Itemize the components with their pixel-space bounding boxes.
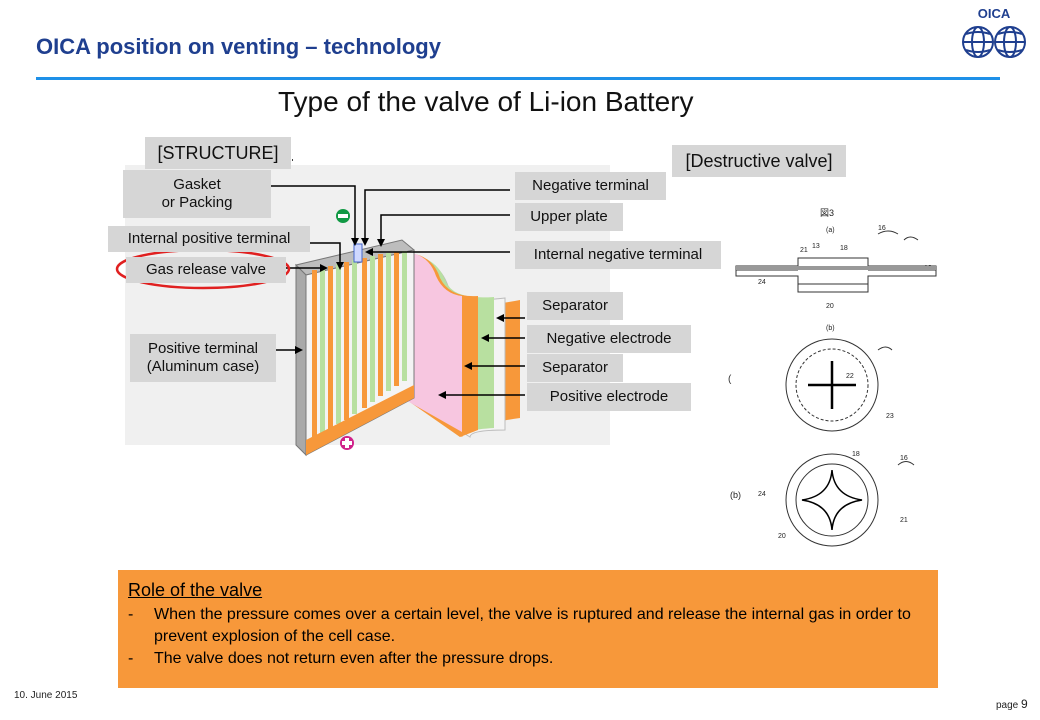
page-value: 9 bbox=[1021, 697, 1028, 711]
patent-num-16: 16 bbox=[878, 225, 886, 232]
patent-num-20b: 20 bbox=[778, 533, 786, 540]
patent-num-18: 18 bbox=[840, 245, 848, 252]
separator-label-1: Separator bbox=[527, 292, 623, 320]
internal-positive-terminal-label: Internal positive terminal bbox=[108, 226, 310, 252]
patent-num-16b: 16 bbox=[900, 455, 908, 462]
patent-num-23: 23 bbox=[886, 413, 894, 420]
title-rule bbox=[36, 77, 1000, 80]
patent-num-24b: 24 bbox=[758, 491, 766, 498]
patent-sub-b2: (b) bbox=[730, 490, 741, 500]
bullet-text: When the pressure comes over a certain l… bbox=[154, 606, 911, 645]
positive-terminal-label: Positive terminal (Aluminum case) bbox=[130, 334, 276, 382]
page-number: page 9 bbox=[996, 697, 1028, 711]
upper-plate-label: Upper plate bbox=[515, 203, 623, 231]
slide-title: OICA position on venting – technology bbox=[36, 34, 441, 59]
slide-subtitle: Type of the valve of Li-ion Battery bbox=[278, 86, 694, 117]
patent-num-21b: 21 bbox=[900, 517, 908, 524]
gasket-label-line1: Gasket bbox=[173, 176, 221, 193]
patent-num-21: 21 bbox=[800, 247, 808, 254]
separator-label-2: Separator bbox=[527, 354, 623, 382]
gas-release-valve-label: Gas release valve bbox=[126, 257, 286, 283]
negative-electrode-label: Negative electrode bbox=[527, 325, 691, 353]
role-of-valve-box: Role of the valve - When the pressure co… bbox=[118, 570, 938, 688]
patent-sub-b: (b) bbox=[826, 325, 835, 332]
svg-text:(: ( bbox=[728, 374, 732, 385]
role-bullet: - The valve does not return even after t… bbox=[128, 648, 928, 670]
oica-logo: OICA bbox=[962, 6, 1026, 58]
role-bullet: - When the pressure comes over a certain… bbox=[128, 604, 928, 648]
patent-num-20: 20 bbox=[826, 303, 834, 310]
logo-text: OICA bbox=[978, 6, 1011, 21]
bullet-dash: - bbox=[128, 606, 134, 623]
patent-sub-a: (a) bbox=[826, 227, 835, 234]
cell-case-left-edge bbox=[295, 263, 307, 457]
destructive-valve-label: [Destructive valve] bbox=[672, 145, 846, 177]
structure-label: [STRUCTURE] bbox=[145, 137, 291, 169]
bullet-text: The valve does not return even after the… bbox=[154, 650, 554, 667]
bullet-dash: - bbox=[128, 650, 134, 667]
patent-num-22: 22 bbox=[846, 373, 854, 380]
positive-terminal-line1: Positive terminal bbox=[147, 340, 259, 357]
gasket-label: Gasket or Packing bbox=[123, 170, 271, 218]
patent-fig-label: 図3 bbox=[820, 208, 834, 218]
negative-terminal-label: Negative terminal bbox=[515, 172, 666, 200]
patent-num-24: 24 bbox=[758, 279, 766, 286]
patent-num-13: 13 bbox=[812, 243, 820, 250]
positive-terminal-line2: (Aluminum case) bbox=[146, 358, 260, 375]
page-prefix: page bbox=[996, 700, 1019, 711]
footer-date: 10. June 2015 bbox=[14, 690, 78, 701]
pink-layer bbox=[402, 252, 462, 432]
electrode-stripes bbox=[312, 251, 407, 440]
destructive-valve-patent-figure: 図3 (a) 16 21 13 18 24 20 12 (b) 22 23 16… bbox=[728, 208, 937, 547]
internal-negative-terminal-label: Internal negative terminal bbox=[515, 241, 721, 269]
positive-electrode-label: Positive electrode bbox=[527, 383, 691, 411]
role-heading: Role of the valve bbox=[128, 580, 263, 600]
patent-num-18b: 18 bbox=[852, 451, 860, 458]
gasket-label-line2: or Packing bbox=[161, 194, 233, 211]
